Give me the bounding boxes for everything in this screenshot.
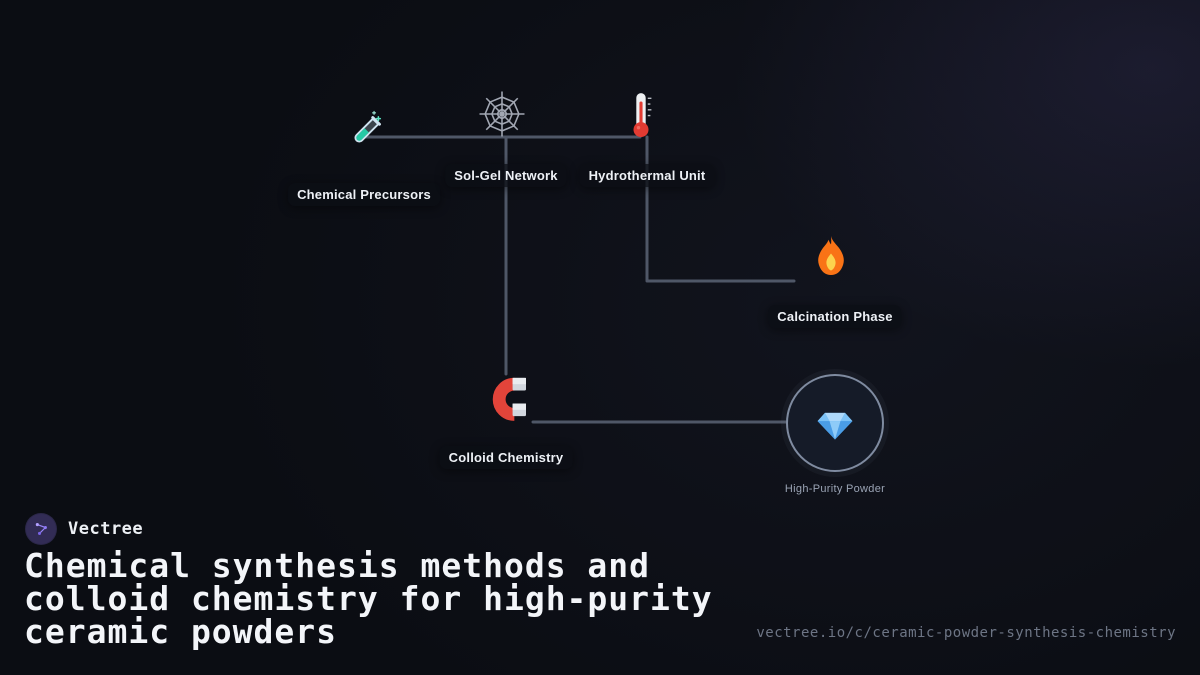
node-hydrothermal-unit-label: Hydrothermal Unit bbox=[579, 164, 715, 187]
spider-web-icon bbox=[475, 87, 529, 141]
node-sol-gel-network-label: Sol-Gel Network bbox=[445, 164, 567, 187]
magnet-icon bbox=[477, 369, 533, 425]
node-chemical-precursors-label: Chemical Precursors bbox=[288, 183, 440, 206]
edge-hydrothermal-to-calcination bbox=[645, 135, 796, 283]
test-tube-icon bbox=[341, 110, 387, 156]
node-high-purity-powder-label: High-Purity Powder bbox=[784, 483, 886, 495]
brand-row: Vectree bbox=[26, 514, 143, 544]
thermometer-icon bbox=[616, 90, 666, 140]
node-colloid-chemistry-label: Colloid Chemistry bbox=[439, 446, 573, 469]
headline-line-1: Chemical synthesis methods and bbox=[24, 546, 651, 585]
headline-line-2: colloid chemistry for high-purity bbox=[24, 579, 713, 618]
fire-icon bbox=[807, 233, 855, 281]
headline-line-3: ceramic powders bbox=[24, 612, 338, 651]
page-url: vectree.io/c/ceramic-powder-synthesis-ch… bbox=[756, 625, 1176, 641]
node-calcination-phase-label: Calcination Phase bbox=[768, 305, 902, 328]
brand-name: Vectree bbox=[68, 519, 144, 539]
gem-icon bbox=[817, 412, 853, 440]
page-title: Chemical synthesis methods and colloid c… bbox=[24, 549, 713, 648]
vectree-logo bbox=[26, 514, 56, 544]
high-purity-powder-node bbox=[786, 374, 884, 472]
